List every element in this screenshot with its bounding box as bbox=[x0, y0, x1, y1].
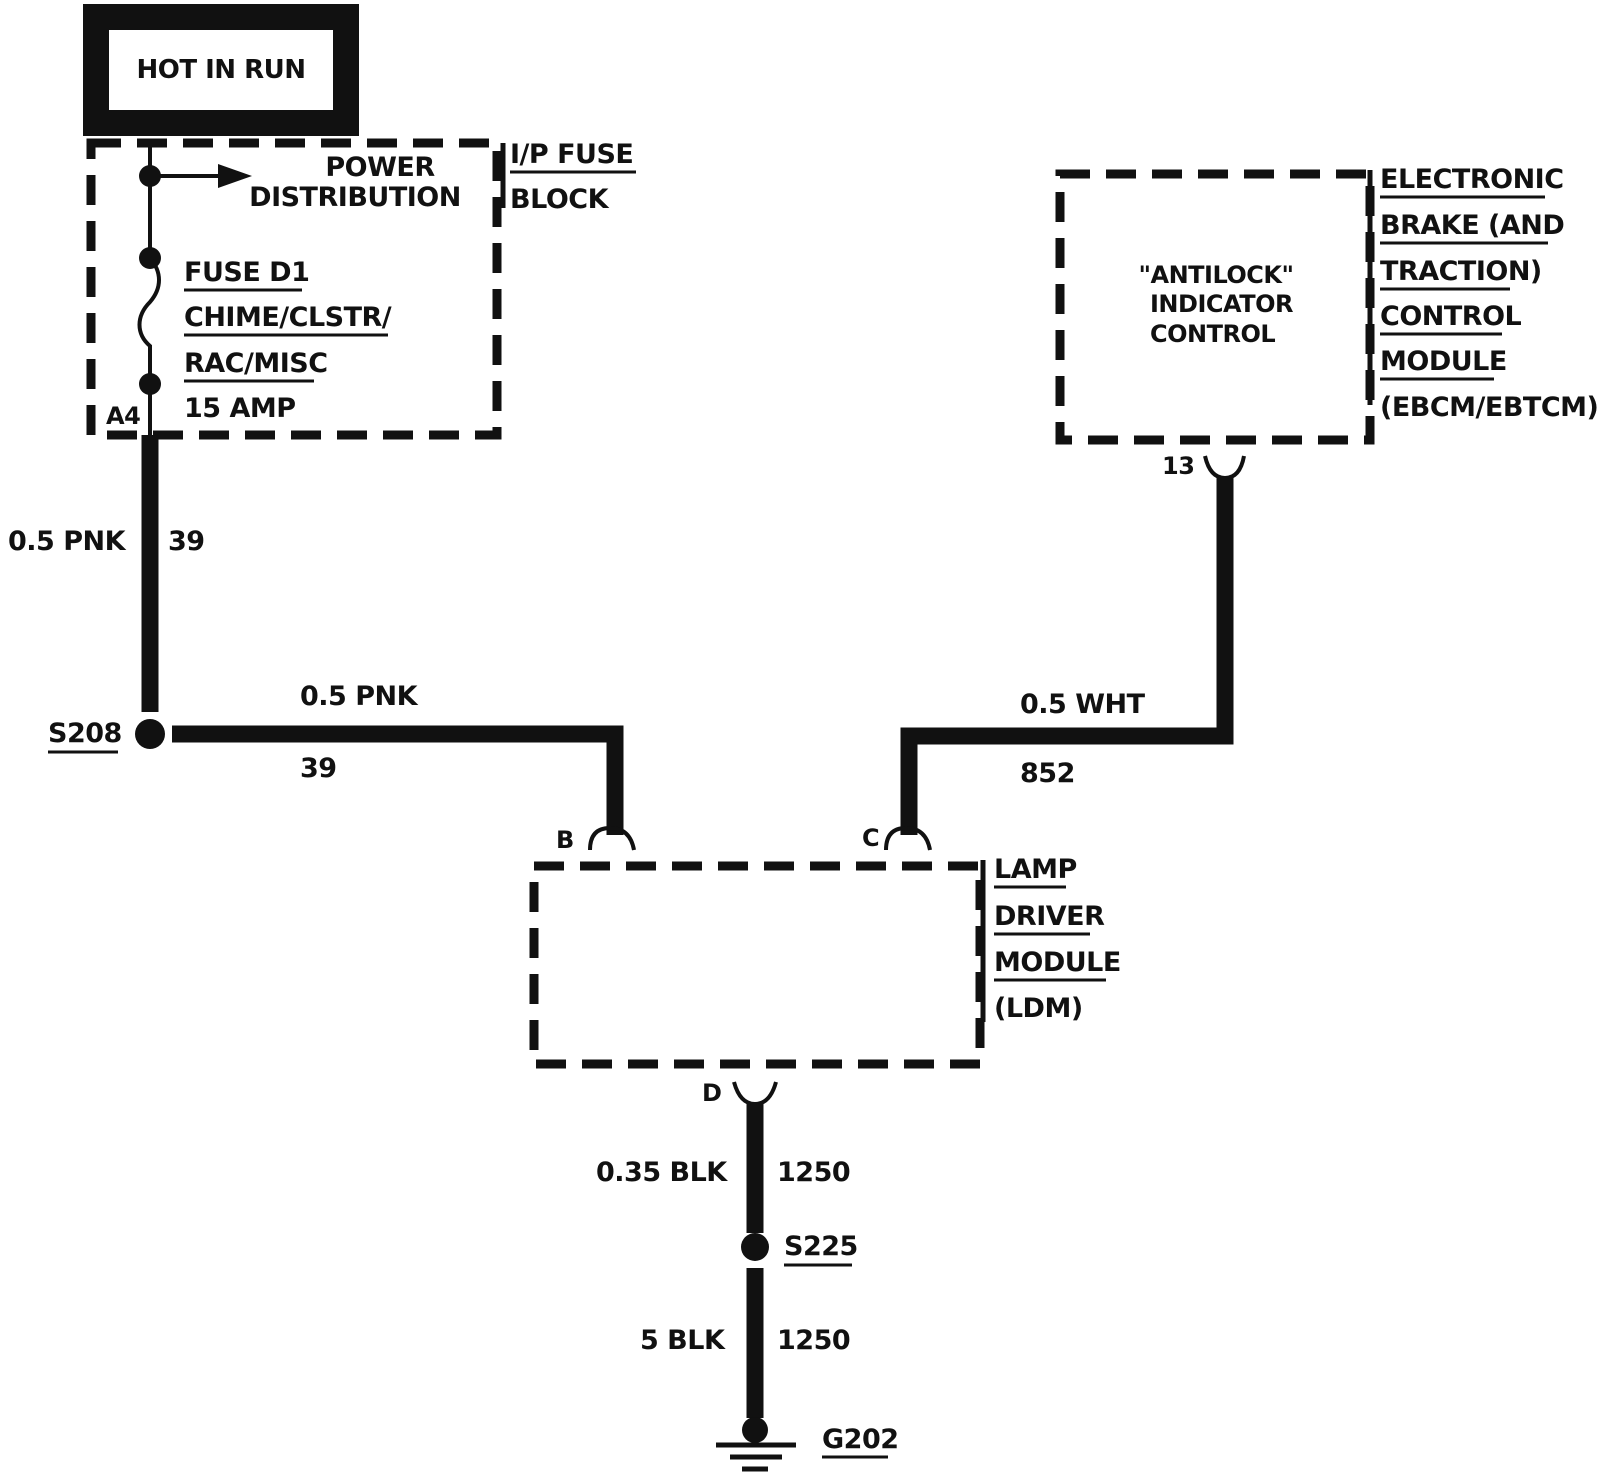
ldm-name-line3: MODULE bbox=[994, 947, 1121, 978]
fuse-name: FUSE D1 bbox=[184, 257, 309, 288]
ground-g202-icon bbox=[716, 1417, 796, 1472]
ebcm-name-line2: BRAKE (AND bbox=[1380, 210, 1564, 241]
wire-39-circuit: 39 bbox=[168, 526, 205, 557]
ebcm-name-line3: TRACTION) bbox=[1380, 256, 1542, 287]
wire-1250-lower-size-color: 5 BLK bbox=[640, 1325, 726, 1356]
fuse-symbol-icon bbox=[137, 256, 161, 384]
ebcm-name-line4: CONTROL bbox=[1380, 301, 1522, 332]
wire-39-h-size-color: 0.5 PNK bbox=[300, 681, 419, 712]
ebcm-module: "ANTILOCK" INDICATOR CONTROL ELECTRONIC … bbox=[1055, 164, 1599, 445]
fuse-desc-line1: CHIME/CLSTR/ bbox=[184, 302, 392, 333]
splice-s225 bbox=[741, 1233, 769, 1261]
wire-1250-upper-size-color: 0.35 BLK bbox=[596, 1157, 728, 1188]
ldm-pin-d-connector-icon bbox=[732, 1081, 778, 1107]
power-distribution-line1: POWER bbox=[325, 152, 435, 183]
wire-852 bbox=[900, 478, 1234, 835]
ldm-pin-b-connector-icon bbox=[588, 825, 636, 851]
splice-s208 bbox=[135, 719, 165, 749]
fuse-block-terminal: A4 bbox=[106, 402, 140, 430]
hot-in-run-box: HOT IN RUN bbox=[83, 4, 359, 136]
fuse-block-title-line2: BLOCK bbox=[510, 184, 610, 215]
ip-fuse-block: POWER DISTRIBUTION FUSE D1 CHIME/CLSTR/ … bbox=[86, 138, 636, 440]
splice-s225-label: S225 bbox=[784, 1231, 858, 1262]
ebcm-name-line5: MODULE bbox=[1380, 346, 1507, 377]
wire-1250-lower-circuit: 1250 bbox=[777, 1325, 850, 1356]
ldm-name-line4: (LDM) bbox=[994, 993, 1083, 1024]
hot-in-run-label: HOT IN RUN bbox=[136, 55, 305, 85]
fuse-block-title-line1: I/P FUSE bbox=[510, 139, 633, 170]
ebcm-inner-line3: CONTROL bbox=[1150, 320, 1275, 348]
fuse-rating: 15 AMP bbox=[184, 393, 296, 424]
ebcm-name-line1: ELECTRONIC bbox=[1380, 164, 1564, 195]
ebcm-inner-line1: "ANTILOCK" bbox=[1138, 261, 1293, 289]
ebcm-inner-line2: INDICATOR bbox=[1150, 290, 1293, 318]
fuse-block-outline bbox=[86, 138, 502, 440]
ldm-name-line1: LAMP bbox=[994, 854, 1077, 885]
wire-39-to-ldm bbox=[172, 725, 624, 835]
fuse-desc-line2: RAC/MISC bbox=[184, 348, 328, 379]
ebcm-pin-13: 13 bbox=[1162, 452, 1194, 480]
power-distribution-arrow-icon bbox=[218, 164, 252, 188]
power-distribution-line2: DISTRIBUTION bbox=[249, 182, 461, 213]
ldm-pin-c: C bbox=[862, 824, 879, 852]
ldm-pin-b: B bbox=[556, 826, 574, 854]
wire-39-size-color: 0.5 PNK bbox=[8, 526, 127, 557]
ebcm-name-line6: (EBCM/EBTCM) bbox=[1380, 392, 1598, 423]
ldm-name-line2: DRIVER bbox=[994, 901, 1105, 932]
ebcm-pin-13-connector-icon bbox=[1203, 455, 1246, 481]
wire-1250-upper-circuit: 1250 bbox=[777, 1157, 850, 1188]
ground-g202-label: G202 bbox=[822, 1424, 899, 1455]
wire-852-size-color: 0.5 WHT bbox=[1020, 689, 1146, 720]
wire-39-h-circuit: 39 bbox=[300, 753, 337, 784]
splice-s208-label: S208 bbox=[48, 718, 122, 749]
ldm-pin-c-connector-icon bbox=[884, 825, 932, 851]
wire-852-circuit: 852 bbox=[1020, 758, 1075, 789]
ldm-pin-d: D bbox=[702, 1079, 721, 1107]
ldm-outline bbox=[529, 861, 985, 1069]
ldm-module: LAMP DRIVER MODULE (LDM) bbox=[529, 854, 1121, 1069]
